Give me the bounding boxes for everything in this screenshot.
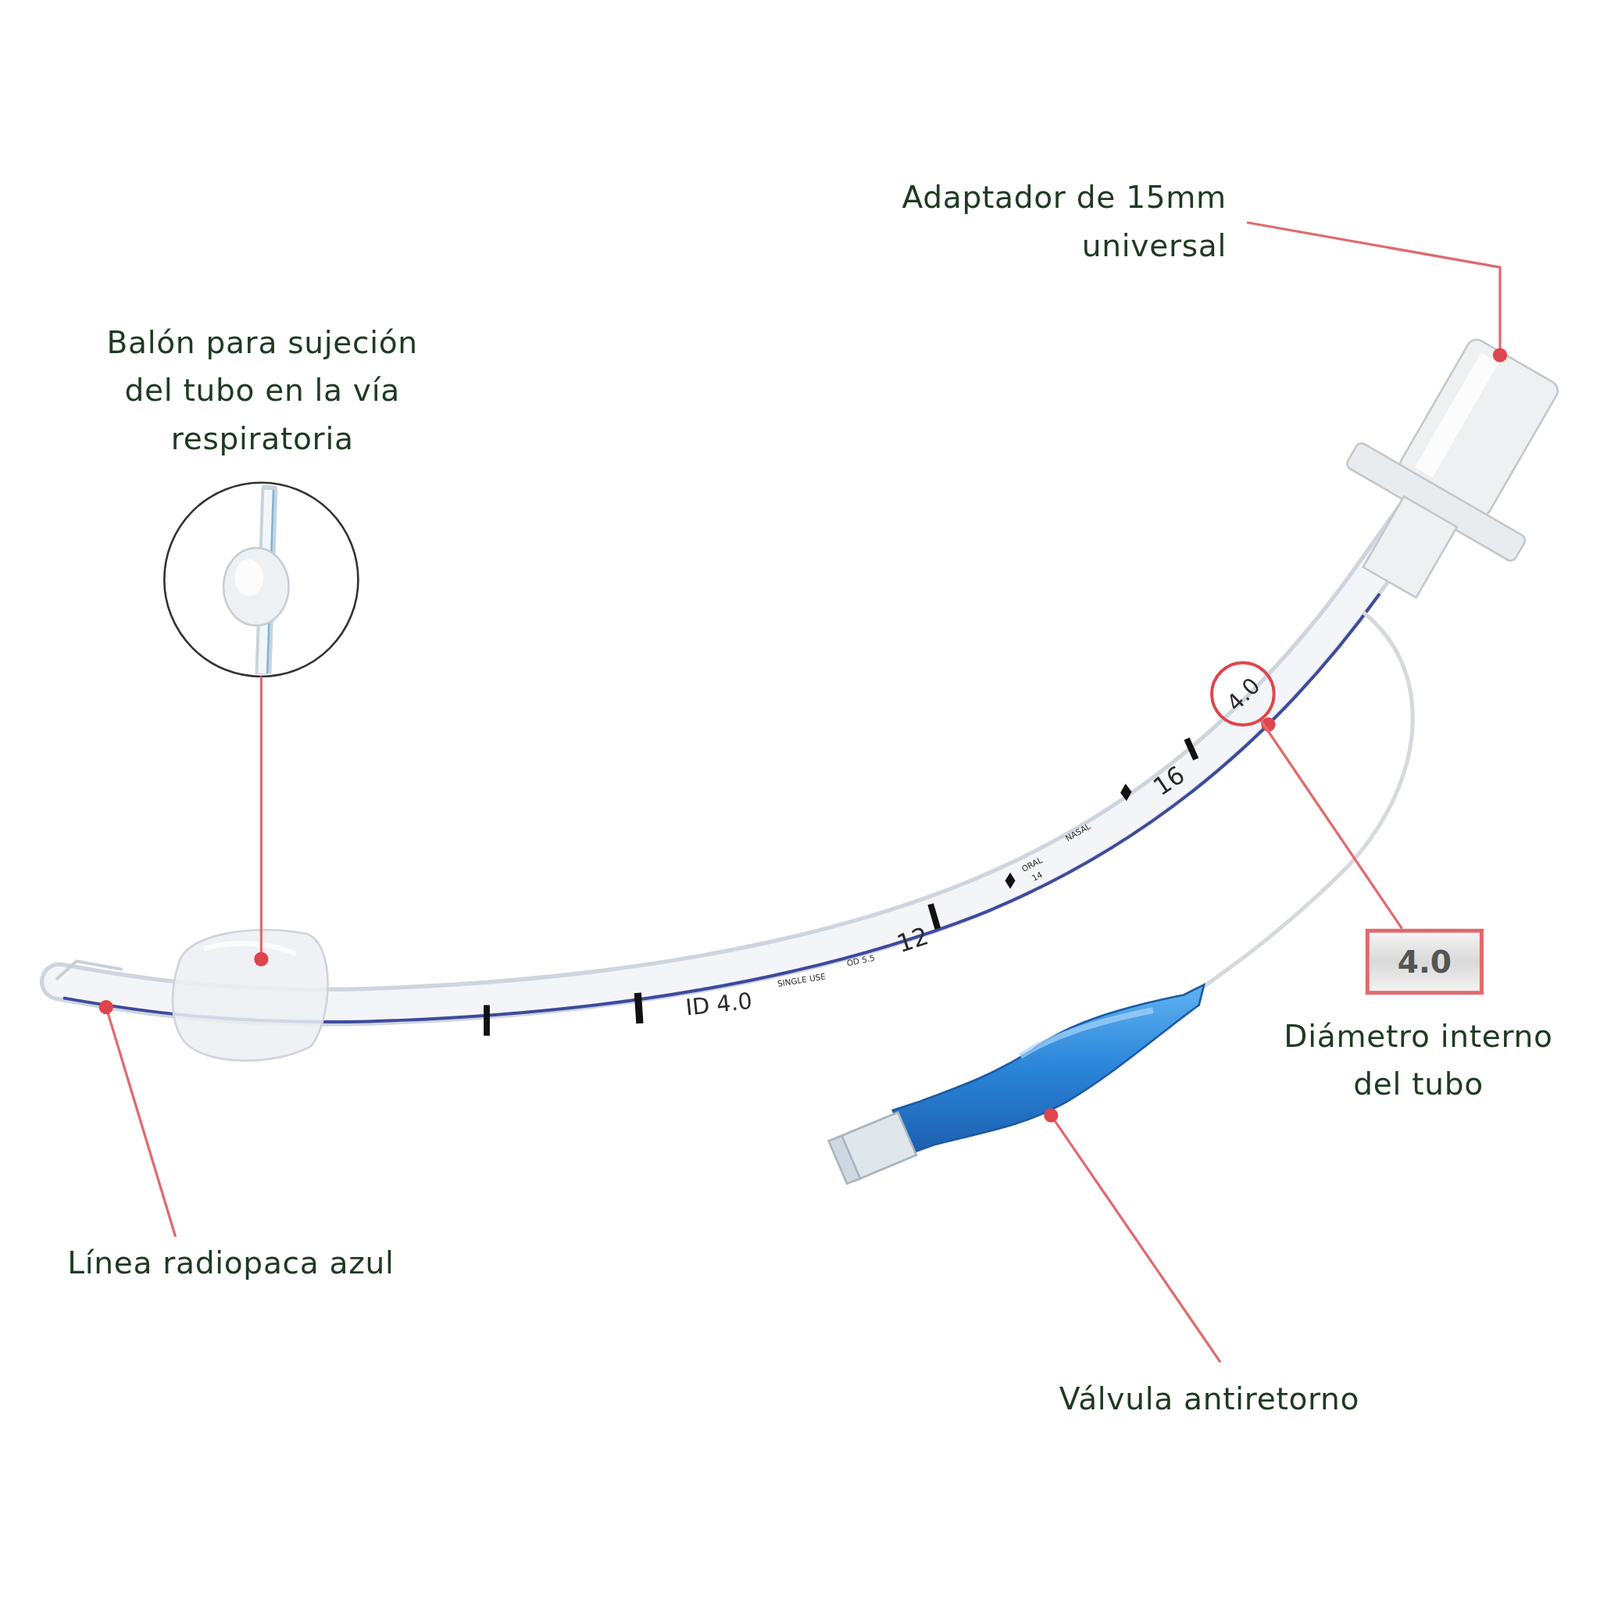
inset-balloon (223, 489, 290, 674)
diamond-mark (1005, 872, 1016, 890)
part-label: Balón para sujeción del tubo en la vía r… (78, 318, 447, 463)
tube-tip (56, 960, 123, 980)
leader-connector (1260, 721, 1402, 929)
size-box: 4.0 (1365, 928, 1485, 996)
radiopaque-line (63, 593, 1380, 1022)
size-number: 4.0 (1221, 671, 1265, 715)
size-number: 4.0 (1397, 943, 1452, 980)
cuff-balloon (172, 929, 329, 1061)
highlight-circle: 4.0 (1210, 660, 1276, 727)
part-label: Adaptador de 15mm universal (874, 173, 1227, 270)
depth-mark (930, 903, 938, 929)
adapter-15mm (1305, 313, 1600, 632)
part-label: Línea radiopaca azul (67, 1239, 394, 1287)
depth-mark (1186, 739, 1197, 760)
depth-mark (637, 992, 640, 1024)
part-label: Diámetro interno del tubo (1260, 1012, 1577, 1109)
inset-circle (164, 482, 358, 677)
diamond-mark (1120, 783, 1132, 801)
part-label: Válvula antiretorno (1059, 1374, 1360, 1422)
pilot-valve (828, 984, 1205, 1184)
depth-mark (483, 1005, 490, 1036)
leader-dots (99, 347, 1508, 1122)
